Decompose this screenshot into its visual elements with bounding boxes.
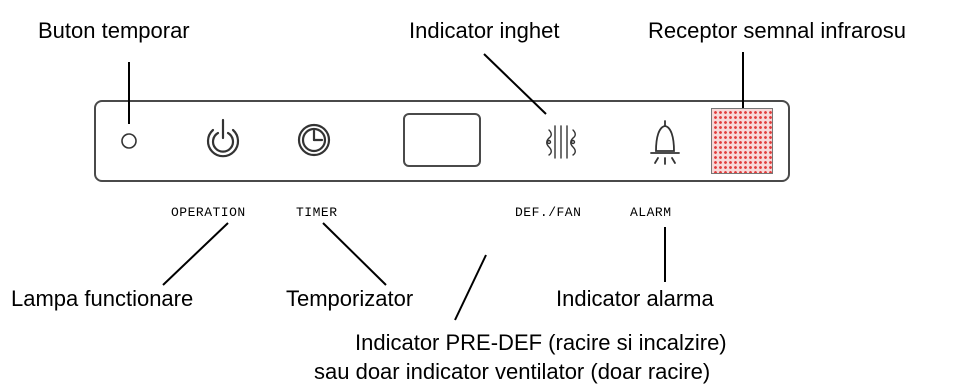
def-fan-label: DEF./FAN (515, 205, 582, 220)
leader-pre-def (454, 254, 487, 321)
label-indicator-inghet: Indicator inghet (409, 18, 560, 43)
label-lampa-functionare: Lampa functionare (11, 286, 194, 311)
label-receptor-infrarosu: Receptor semnal infrarosu (648, 18, 907, 43)
operation-label: OPERATION (171, 205, 246, 220)
power-icon (206, 118, 240, 158)
temporary-button-icon (121, 133, 137, 149)
display-window (403, 113, 481, 167)
leader-indicator-inghet (483, 53, 547, 115)
label-pre-def-line2: sau doar indicator ventilator (doar raci… (314, 359, 711, 384)
alarm-bell-icon (650, 120, 680, 165)
alarm-label: ALARM (630, 205, 672, 220)
label-temporizator: Temporizator (286, 286, 414, 311)
label-buton-temporar: Buton temporar (38, 18, 190, 43)
leader-lampa-functionare (162, 222, 229, 286)
infrared-receiver (711, 108, 773, 174)
timer-label: TIMER (296, 205, 338, 220)
leader-temporizator (322, 222, 387, 286)
label-indicator-alarma: Indicator alarma (556, 286, 714, 311)
clock-icon (297, 123, 331, 157)
label-pre-def-line1: Indicator PRE-DEF (racire si incalzire) (355, 330, 727, 355)
defrost-icon (546, 125, 576, 159)
